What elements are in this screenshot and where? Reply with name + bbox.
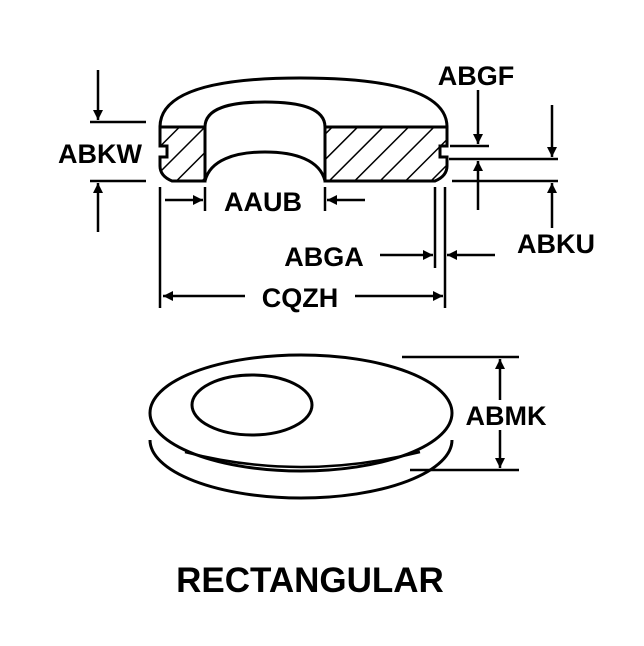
- dimension-abmk: ABMK: [402, 355, 547, 472]
- hole-lower-arc: [203, 150, 327, 182]
- dimension-abkw: ABKW: [58, 70, 146, 232]
- dimension-abga: ABGA: [284, 187, 495, 308]
- dimension-cqzh: CQZH: [163, 283, 443, 313]
- center-hole: [190, 373, 314, 437]
- lower-flange: [148, 439, 454, 500]
- label-aaub: AAUB: [224, 187, 302, 217]
- label-abmk: ABMK: [466, 401, 547, 431]
- right-hatched-section: [323, 125, 449, 183]
- label-abkw: ABKW: [58, 139, 142, 169]
- label-abku: ABKU: [517, 229, 595, 259]
- caption-rectangular: RECTANGULAR: [176, 561, 444, 600]
- hole-upper-arc: [203, 100, 327, 128]
- outer-dome: [158, 76, 449, 128]
- label-abgf: ABGF: [438, 61, 515, 91]
- dimension-aaub: AAUB: [158, 187, 365, 308]
- label-abga: ABGA: [284, 242, 364, 272]
- dimension-abgf-abku: ABGF ABKU: [438, 61, 595, 259]
- label-cqzh: CQZH: [262, 283, 339, 313]
- groove-line: [184, 450, 421, 469]
- upper-flange: [148, 353, 454, 473]
- grommet-cross-section: [158, 76, 449, 183]
- grommet-perspective-view: [148, 353, 454, 500]
- left-hatched-section: [158, 125, 207, 183]
